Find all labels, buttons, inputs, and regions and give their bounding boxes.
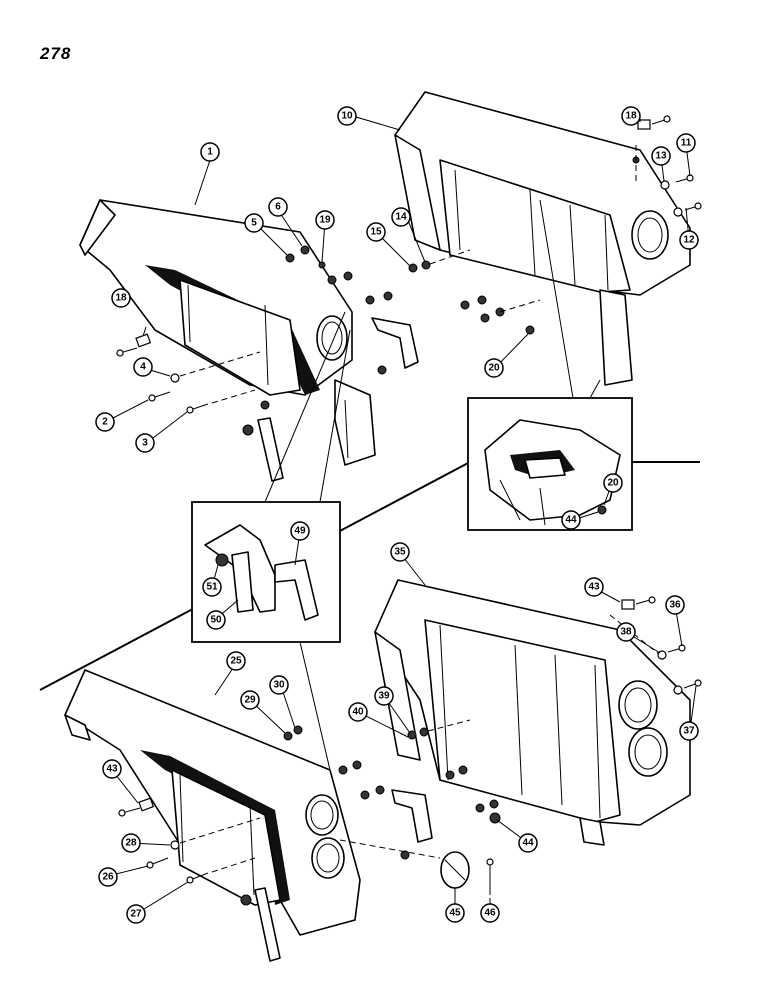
callout-37: 37	[679, 721, 699, 741]
svg-text:15: 15	[370, 227, 382, 238]
callout-11: 11	[676, 133, 696, 153]
svg-text:43: 43	[106, 764, 118, 775]
callout-46: 46	[480, 903, 500, 923]
callout-28: 28	[121, 833, 141, 853]
svg-text:3: 3	[142, 438, 148, 449]
callout-20-detail: 20	[603, 473, 623, 493]
lens-45	[440, 851, 470, 889]
svg-text:12: 12	[683, 235, 695, 246]
svg-text:50: 50	[210, 615, 222, 626]
svg-text:25: 25	[230, 656, 242, 667]
hardware-fender-25	[118, 725, 494, 906]
hardware-fender-35	[407, 596, 702, 824]
svg-text:20: 20	[607, 478, 619, 489]
callout-27: 27	[126, 904, 146, 924]
svg-text:49: 49	[294, 526, 306, 537]
hardware-fender-1	[116, 245, 393, 436]
callout-35: 35	[390, 542, 410, 562]
callout-51: 51	[202, 577, 222, 597]
callout-40: 40	[348, 702, 368, 722]
callout-2: 2	[95, 412, 115, 432]
detail-box-fender-10	[467, 397, 633, 531]
callout-18-left: 18	[111, 288, 131, 308]
svg-text:6: 6	[275, 202, 281, 213]
hardware-fender-10	[408, 115, 702, 335]
page-number: 278	[40, 44, 72, 63]
svg-text:35: 35	[394, 547, 406, 558]
fender-25	[64, 669, 361, 936]
callout-49: 49	[290, 521, 310, 541]
svg-text:13: 13	[655, 151, 667, 162]
callout-29: 29	[240, 690, 260, 710]
svg-text:29: 29	[244, 695, 256, 706]
svg-text:5: 5	[251, 218, 257, 229]
svg-text:27: 27	[130, 909, 142, 920]
svg-text:10: 10	[341, 111, 353, 122]
callout-6: 6	[268, 197, 288, 217]
callout-3: 3	[135, 433, 155, 453]
handle-fender-25	[391, 789, 433, 843]
fender-10	[394, 91, 691, 386]
svg-text:45: 45	[449, 908, 461, 919]
fender-1	[79, 199, 376, 466]
svg-text:2: 2	[102, 417, 108, 428]
callout-38: 38	[616, 622, 636, 642]
svg-text:28: 28	[125, 838, 137, 849]
svg-text:44: 44	[565, 515, 577, 526]
svg-text:19: 19	[319, 215, 331, 226]
svg-text:1: 1	[207, 147, 213, 158]
svg-text:40: 40	[352, 707, 364, 718]
fender-35	[374, 579, 691, 846]
strap-fender-1	[257, 417, 284, 482]
callout-45: 45	[445, 903, 465, 923]
callout-26: 26	[98, 867, 118, 887]
svg-text:26: 26	[102, 872, 114, 883]
callout-20-top: 20	[484, 358, 504, 378]
handle-fender-1	[371, 317, 419, 369]
svg-text:38: 38	[620, 627, 632, 638]
svg-text:36: 36	[669, 600, 681, 611]
svg-text:39: 39	[378, 691, 390, 702]
callout-36: 36	[665, 595, 685, 615]
callout-43-left: 43	[102, 759, 122, 779]
callout-30: 30	[269, 675, 289, 695]
svg-text:51: 51	[206, 582, 218, 593]
callout-5: 5	[244, 213, 264, 233]
svg-text:11: 11	[681, 138, 692, 149]
svg-text:20: 20	[488, 363, 500, 374]
callout-50: 50	[206, 610, 226, 630]
callout-44-detail: 44	[561, 510, 581, 530]
callout-10: 10	[337, 106, 357, 126]
svg-text:43: 43	[588, 582, 600, 593]
callout-15: 15	[366, 222, 386, 242]
svg-text:18: 18	[115, 293, 127, 304]
callout-25: 25	[226, 651, 246, 671]
callout-13: 13	[651, 146, 671, 166]
strap-fender-25	[254, 887, 281, 962]
svg-text:18: 18	[625, 111, 637, 122]
svg-text:44: 44	[522, 838, 534, 849]
callout-12: 12	[679, 230, 699, 250]
callout-19: 19	[315, 210, 335, 230]
svg-text:46: 46	[484, 908, 496, 919]
callout-39: 39	[374, 686, 394, 706]
callout-4: 4	[133, 357, 153, 377]
svg-text:30: 30	[273, 680, 285, 691]
callout-14: 14	[391, 207, 411, 227]
svg-text:14: 14	[395, 212, 407, 223]
callout-1: 1	[200, 142, 220, 162]
svg-text:4: 4	[140, 362, 146, 373]
callout-43-right: 43	[584, 577, 604, 597]
callout-18-top: 18	[621, 106, 641, 126]
callout-44-bottom: 44	[518, 833, 538, 853]
detail-box-fender-25	[191, 501, 341, 643]
svg-text:37: 37	[683, 726, 695, 737]
